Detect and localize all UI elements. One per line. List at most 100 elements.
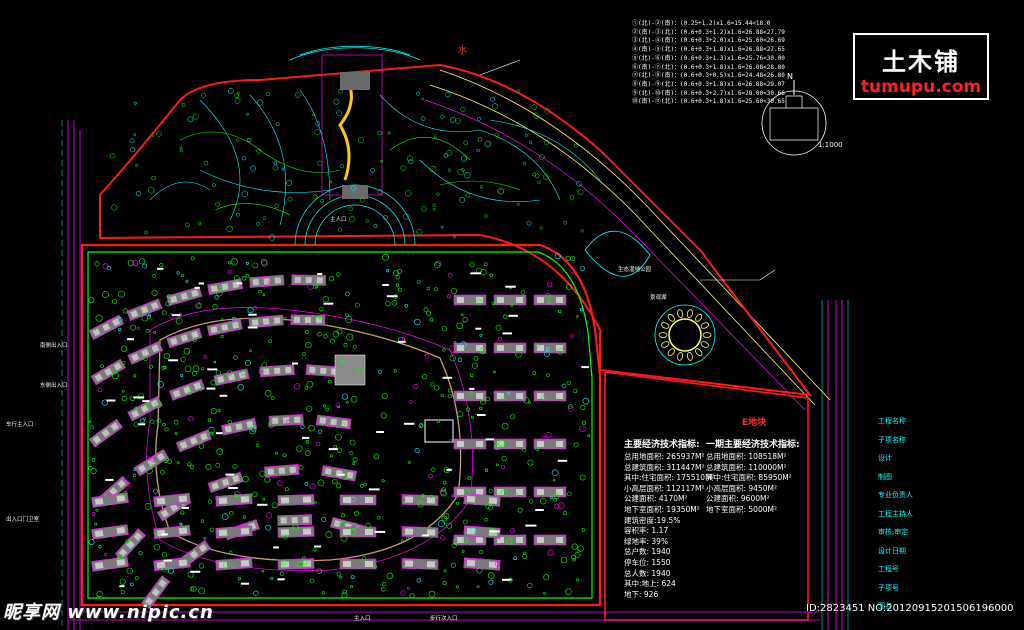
building (127, 341, 164, 365)
tree (333, 444, 338, 449)
tree (491, 301, 495, 306)
tree (219, 286, 223, 291)
tree (365, 219, 369, 223)
diagonal-road (429, 69, 831, 406)
tree (183, 348, 191, 355)
tree (268, 234, 276, 241)
tree (487, 572, 495, 579)
tree (406, 586, 410, 590)
tree (133, 133, 137, 137)
tree (380, 412, 387, 419)
building-unit (178, 495, 188, 503)
tree (420, 424, 424, 428)
tree (409, 593, 415, 599)
building-unit (341, 419, 348, 427)
building-unit (497, 489, 504, 495)
building-unit (110, 422, 119, 431)
tree (245, 274, 250, 278)
tree (325, 531, 333, 539)
petal (667, 313, 675, 322)
tree (233, 274, 240, 281)
tree (297, 561, 304, 568)
title-block-legend: 工程名称子项名称设计制图专业负责人工程主持人审核,审定设计日期工程号子项号图名 (878, 412, 913, 616)
building-unit (516, 297, 523, 303)
building-unit (516, 489, 523, 495)
tree (484, 214, 488, 218)
gate-building (340, 72, 370, 90)
building (533, 486, 567, 498)
building-unit (156, 452, 165, 462)
tree (180, 373, 184, 377)
building (88, 314, 125, 340)
tree (282, 316, 287, 321)
tree (228, 269, 232, 274)
tree (319, 307, 324, 312)
building-unit (556, 393, 563, 399)
building-footprint (533, 390, 567, 402)
tree (149, 456, 156, 462)
tree (312, 194, 318, 200)
tree (216, 448, 223, 455)
tree (281, 559, 287, 565)
tree (429, 317, 434, 322)
tree (312, 113, 315, 117)
tree (236, 138, 240, 142)
building-unit (324, 467, 332, 475)
tree (240, 370, 246, 376)
tree (561, 383, 567, 389)
label-tick (581, 366, 590, 369)
tree (341, 513, 346, 518)
tree (196, 303, 202, 309)
flower-plaza (658, 309, 712, 361)
building (463, 557, 501, 571)
tree (188, 390, 193, 395)
tree (506, 538, 513, 545)
tree (402, 213, 409, 220)
building-unit (151, 344, 160, 353)
building (493, 486, 527, 498)
water-label: 水 (458, 46, 468, 56)
leader-line (479, 59, 776, 281)
label-tick (171, 314, 181, 317)
building (249, 274, 285, 288)
tree (251, 491, 258, 498)
tree (140, 418, 145, 424)
tree (440, 393, 444, 398)
tree (416, 578, 421, 583)
tree (352, 344, 357, 349)
tree (117, 553, 123, 560)
building (207, 471, 244, 494)
building-unit (426, 497, 436, 504)
tree (373, 564, 378, 569)
tree (345, 313, 349, 318)
tree (142, 355, 149, 361)
tree (230, 562, 236, 568)
tree (501, 396, 506, 401)
tree (423, 307, 429, 313)
building-unit (537, 537, 544, 543)
tree (565, 588, 572, 596)
tree (139, 258, 146, 265)
tree (457, 168, 464, 176)
tree (153, 331, 157, 335)
building-unit (151, 588, 160, 597)
tree (336, 483, 342, 489)
tree (479, 406, 483, 411)
tree (545, 346, 550, 351)
tree (253, 306, 258, 311)
building-footprint (453, 390, 487, 402)
tree (244, 359, 251, 366)
tree (127, 260, 134, 267)
tree (431, 467, 436, 472)
tree (543, 574, 550, 581)
tree (88, 466, 93, 471)
tree (494, 132, 500, 138)
building-unit (404, 528, 414, 535)
building-unit (133, 532, 143, 541)
tree (463, 140, 469, 146)
tree (302, 560, 308, 565)
round-plaza-inner (668, 318, 702, 352)
label-tick (105, 478, 114, 481)
tree (198, 587, 206, 595)
